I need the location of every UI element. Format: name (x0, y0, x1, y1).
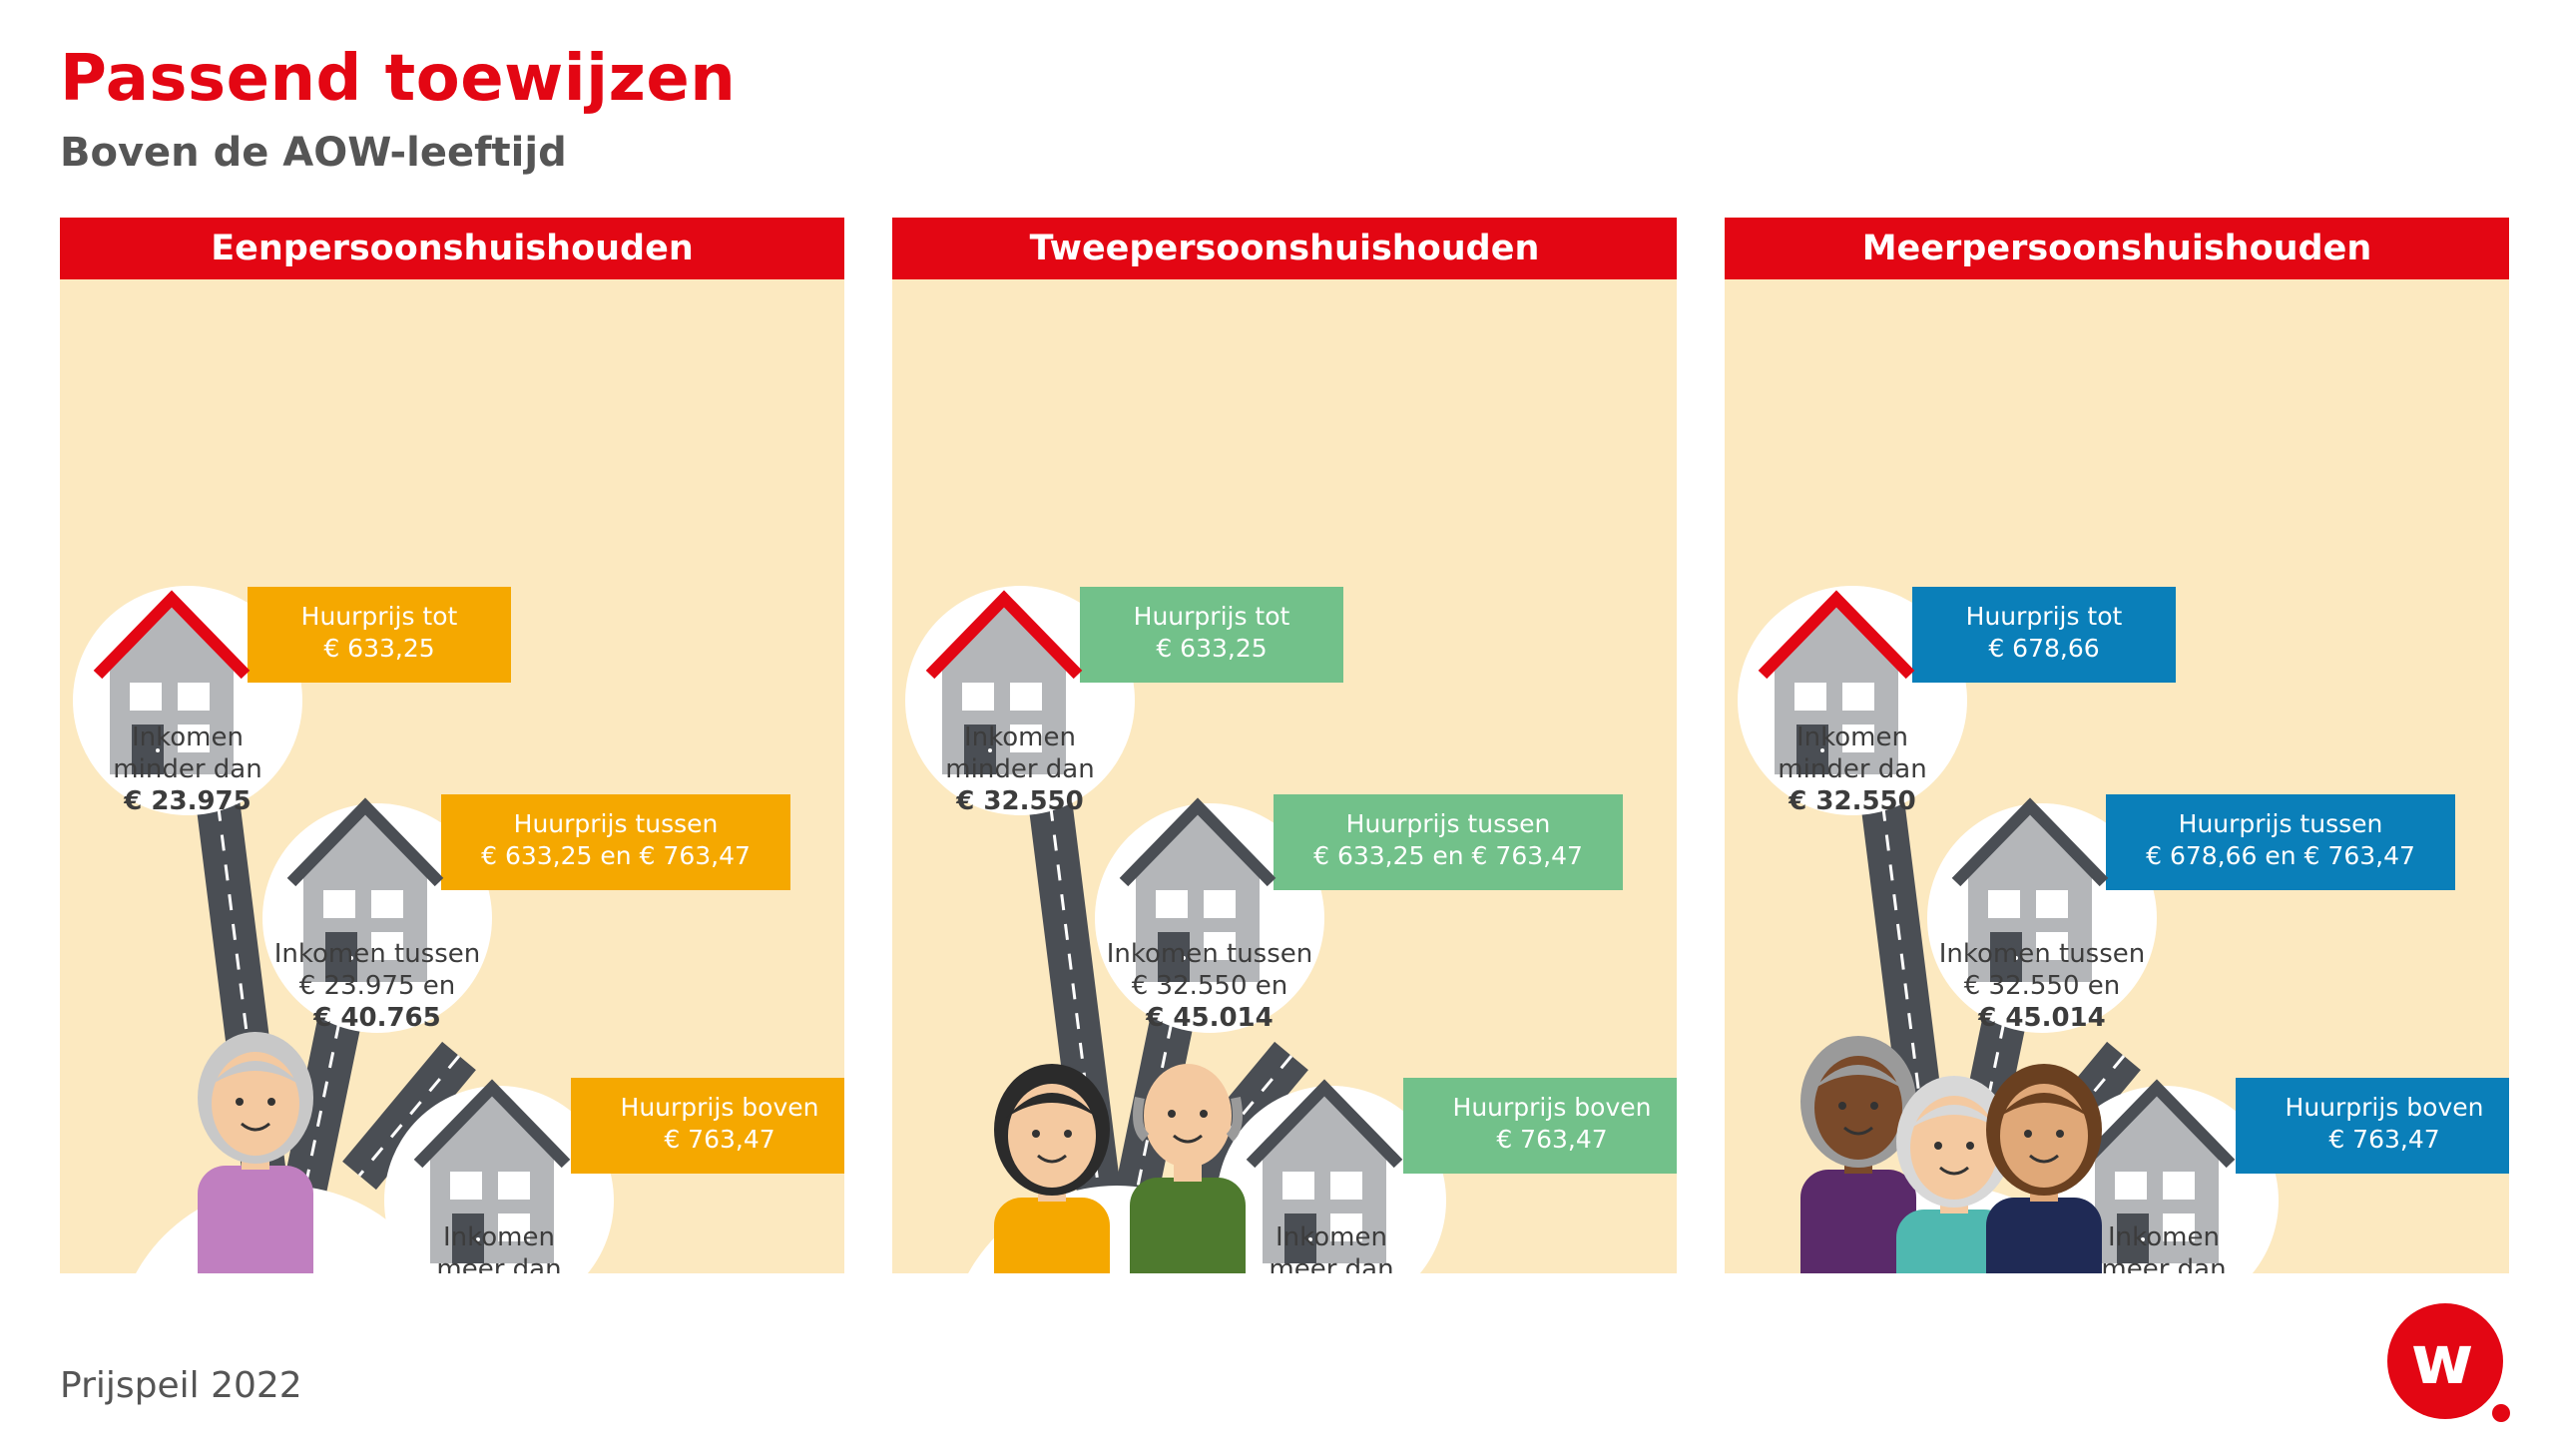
rent-label-line1: Huurprijs tussen (513, 809, 719, 838)
income-line1: Inkomen (964, 723, 1076, 752)
rent-label-line2: € 633,25 en € 763,47 (481, 841, 751, 870)
rent-label-line2: € 633,25 (1156, 634, 1268, 663)
house-icon (1758, 590, 1915, 774)
panel-heading: Tweepersoonshuishouden (892, 218, 1677, 279)
rent-label-line2: € 678,66 en € 763,47 (2146, 841, 2415, 870)
rent-label-line2: € 678,66 (1988, 634, 2100, 663)
rent-label-line1: Huurprijs boven (2285, 1093, 2484, 1122)
income-amount: € 23.975 (124, 786, 252, 816)
income-line1: Inkomen tussen (1938, 939, 2146, 969)
rent-label-line2: € 763,47 (664, 1125, 775, 1154)
rent-label-box (2236, 1078, 2509, 1174)
income-text: Inkomen tussen€ 23.975 en€ 40.765 (267, 938, 487, 1034)
person-illustration (1986, 1064, 2102, 1273)
income-line2: € 23.975 en (298, 971, 456, 1001)
panel-illustration (73, 586, 844, 1273)
rent-label: Huurprijs tussen € 633,25 en € 763,47 (1274, 794, 1623, 890)
house-icon (925, 590, 1083, 774)
road (342, 1041, 476, 1191)
income-text: Inkomen tussen€ 32.550 en€ 45.014 (1932, 938, 2152, 1034)
logo-letter: w (2411, 1321, 2474, 1400)
income-line2: minder dan (1778, 754, 1927, 784)
income-line1: Inkomen (1276, 1222, 1387, 1252)
page-subtitle: Boven de AOW-leeftijd (60, 130, 567, 176)
person-illustration (1896, 1076, 2012, 1273)
panel-illustration (905, 586, 1677, 1273)
income-line1: Inkomen tussen (1106, 939, 1313, 969)
person-illustration (1800, 1036, 1916, 1273)
income-line1: Inkomen (132, 723, 244, 752)
rent-label: Huurprijs tussen € 633,25 en € 763,47 (441, 794, 790, 890)
person-illustration (198, 1032, 313, 1273)
income-line2: meer dan (436, 1254, 562, 1273)
income-line2: meer dan (2101, 1254, 2227, 1273)
rent-label: Huurprijs tussen € 678,66 en € 763,47 (2106, 794, 2455, 890)
income-line2: minder dan (113, 754, 262, 784)
income-amount: € 45.014 (1978, 1003, 2106, 1033)
income-amount: € 40.765 (313, 1003, 441, 1033)
rent-label: Huurprijs tot € 633,25 (248, 587, 511, 683)
income-amount: € 32.550 (1788, 786, 1916, 816)
rent-label-line1: Huurprijs tussen (1345, 809, 1551, 838)
rent-label-line1: Huurprijs tot (300, 602, 458, 631)
house-icon (93, 590, 251, 774)
person-illustration (994, 1064, 1110, 1273)
house-icon (1119, 797, 1277, 982)
income-line2: € 32.550 en (1963, 971, 2121, 1001)
panel-heading: Meerpersoonshuishouden (1725, 218, 2509, 279)
rent-label-box (1912, 587, 2176, 683)
income-line1: Inkomen (1796, 723, 1908, 752)
house-icon (286, 797, 444, 982)
house-icon (1246, 1079, 1403, 1263)
rent-label-line1: Huurprijs tot (1133, 602, 1290, 631)
rent-label-box (1080, 587, 1343, 683)
price-level-note: Prijspeil 2022 (60, 1365, 302, 1406)
rent-label: Huurprijs tot € 633,25 (1080, 587, 1343, 683)
rent-label-line1: Huurprijs tussen (2178, 809, 2383, 838)
rent-label-box (441, 794, 790, 890)
rent-label-line1: Huurprijs boven (620, 1093, 819, 1122)
rent-label-line2: € 633,25 (323, 634, 435, 663)
rent-label-box (2106, 794, 2455, 890)
income-line2: € 32.550 en (1131, 971, 1288, 1001)
income-amount: € 45.014 (1146, 1003, 1274, 1033)
income-line1: Inkomen (2108, 1222, 2220, 1252)
income-line1: Inkomen tussen (273, 939, 481, 969)
income-line2: minder dan (945, 754, 1095, 784)
page-title: Passend toewijzen (60, 42, 737, 116)
rent-label-box (248, 587, 511, 683)
rent-label-line2: € 763,47 (1496, 1125, 1608, 1154)
income-line1: Inkomen (443, 1222, 555, 1252)
rent-label: Huurprijs boven € 763,47 (2236, 1078, 2509, 1174)
panel-heading: Eenpersoonshuishouden (60, 218, 844, 279)
house-icon (413, 1079, 571, 1263)
house-icon (2078, 1079, 2236, 1263)
house-icon (1951, 797, 2109, 982)
income-amount: € 32.550 (956, 786, 1084, 816)
income-line2: meer dan (1269, 1254, 1394, 1273)
panel-illustration (1738, 586, 2509, 1273)
rent-label: Huurprijs boven € 763,47 (1403, 1078, 1677, 1174)
rent-label-line1: Huurprijs boven (1452, 1093, 1652, 1122)
income-text: Inkomen tussen€ 32.550 en€ 45.014 (1100, 938, 1319, 1034)
rent-label: Huurprijs boven € 763,47 (571, 1078, 844, 1174)
rent-label-box (571, 1078, 844, 1174)
rent-label-line2: € 763,47 (2328, 1125, 2440, 1154)
w-logo-icon: w (2387, 1303, 2510, 1422)
rent-label-line1: Huurprijs tot (1965, 602, 2123, 631)
rent-label-box (1274, 794, 1623, 890)
person-illustration (1130, 1064, 1246, 1273)
rent-label: Huurprijs tot € 678,66 (1912, 587, 2176, 683)
rent-label-line2: € 633,25 en € 763,47 (1313, 841, 1583, 870)
rent-label-box (1403, 1078, 1677, 1174)
